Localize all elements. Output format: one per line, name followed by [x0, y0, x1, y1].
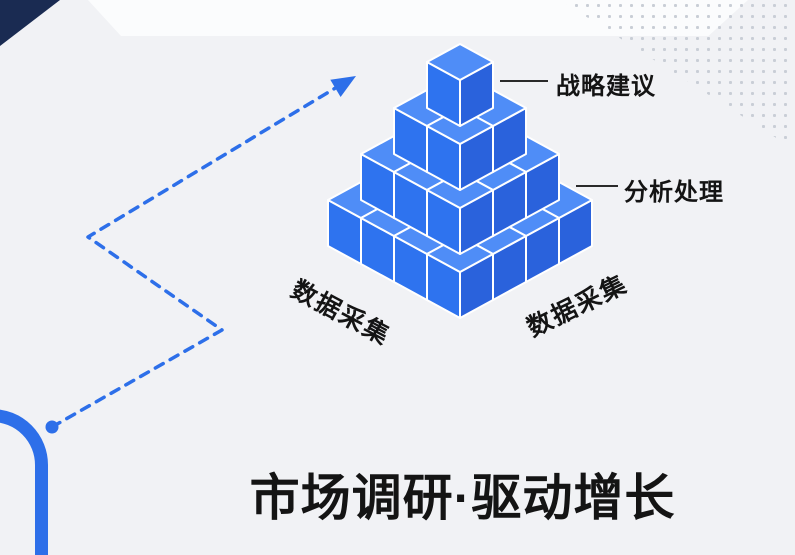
analysis-callout-line: [576, 185, 618, 187]
strategy-callout-line: [500, 80, 548, 82]
analysis-label: 分析处理: [624, 179, 724, 206]
arrow-head-icon: [330, 76, 356, 97]
main-title: 市场调研·驱动增长: [249, 470, 676, 526]
corner-dark-decor: [0, 0, 60, 46]
arrow-dashed-path: [50, 85, 339, 429]
strategy-label: 战略建议: [556, 73, 656, 100]
growth-arrow: [45, 76, 356, 434]
cube-pyramid: [327, 43, 593, 319]
